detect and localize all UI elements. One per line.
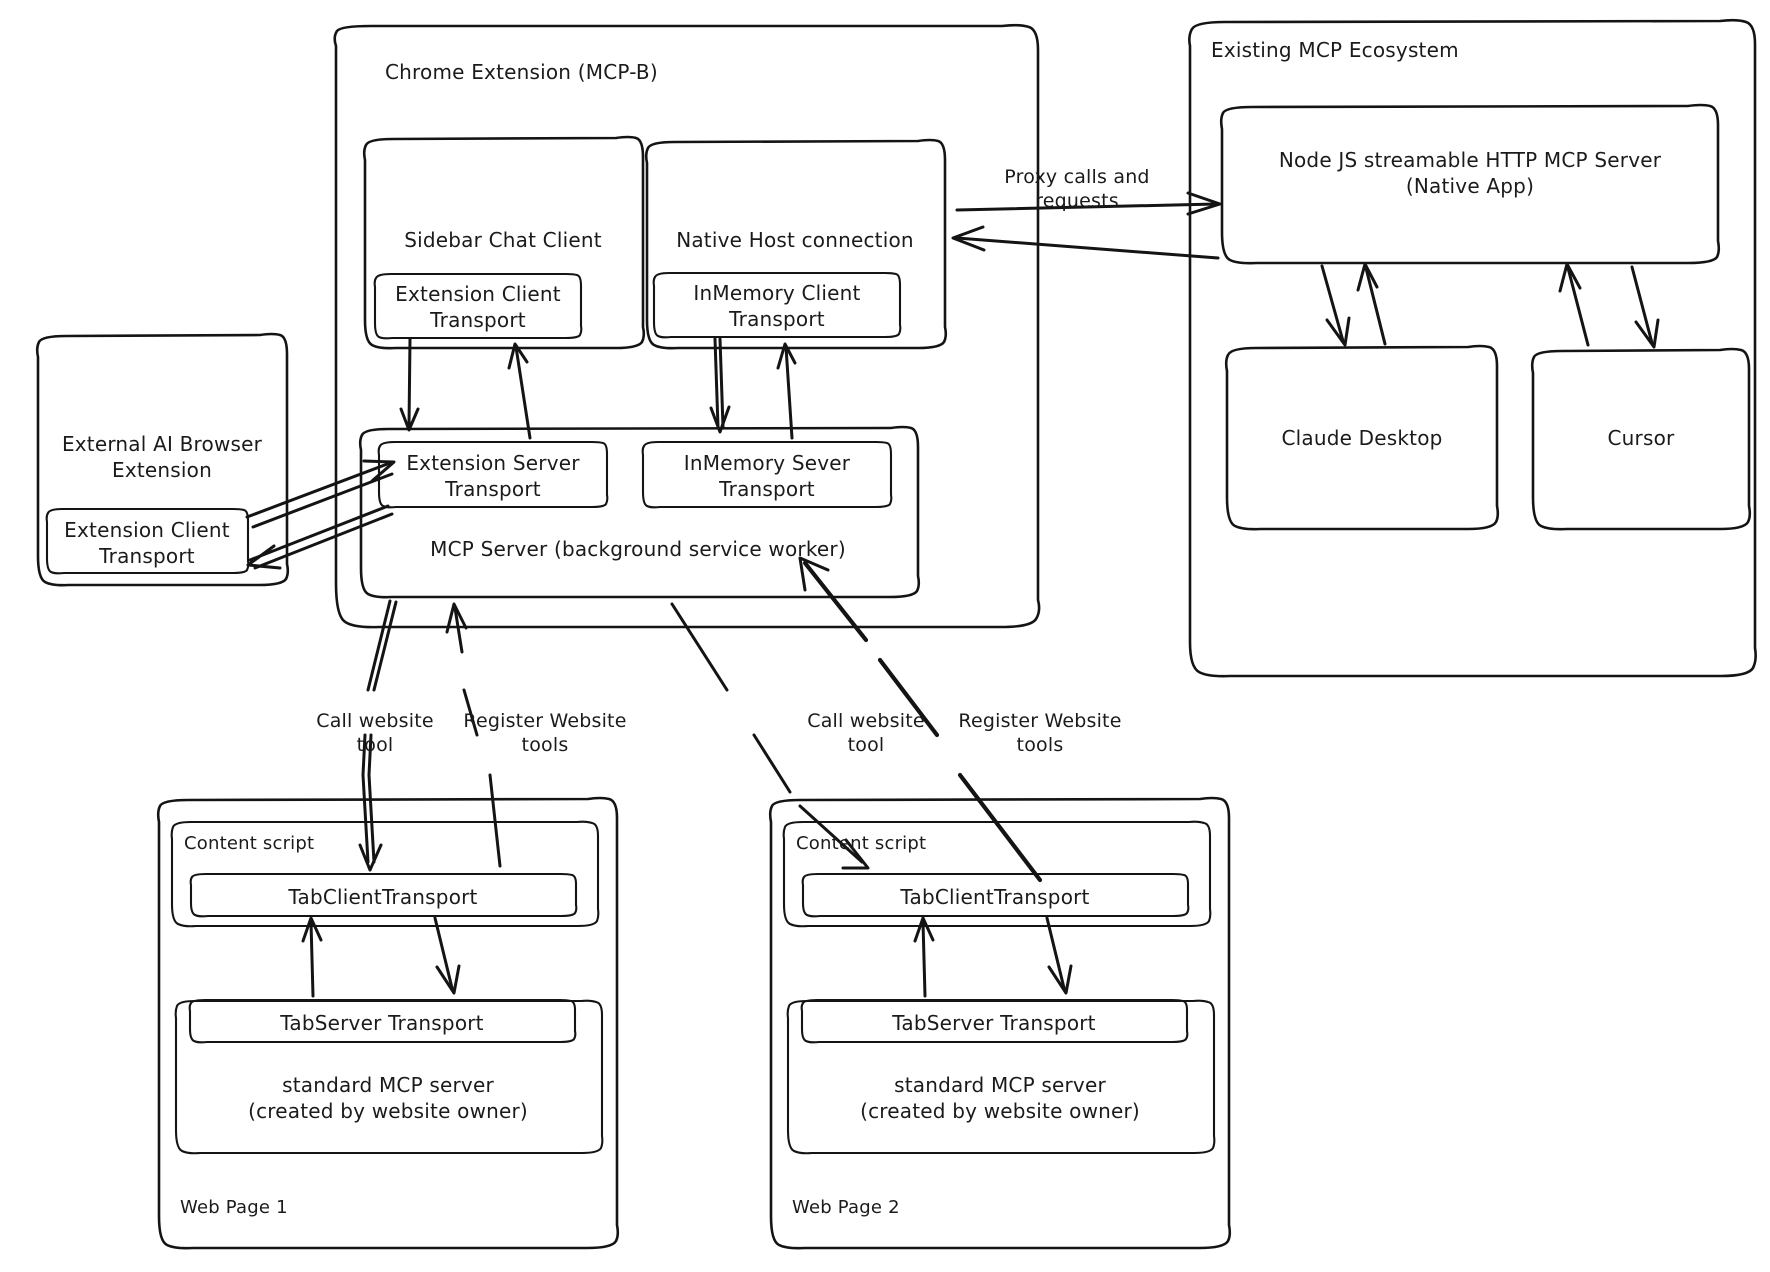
arrow-cursor-to-node-server [1558, 262, 1590, 347]
group-label-existing-ecosystem: Existing MCP Ecosystem [1211, 38, 1459, 62]
arrow-node-server-to-native-host [951, 225, 1220, 260]
group-label-chrome-extension: Chrome Extension (MCP-B) [385, 60, 658, 84]
group-content-script-1 [170, 820, 600, 928]
arrow-tabserver1-to-tabclient1 [301, 916, 323, 998]
node-tab-server-transport-1 [188, 998, 577, 1044]
node-label-node-js-server: Node JS streamable HTTP MCP Server (Nati… [1278, 148, 1662, 198]
node-sidebar-chat-client [362, 135, 646, 350]
group-existing-ecosystem [1188, 18, 1757, 678]
node-label-cursor: Cursor [1607, 426, 1675, 450]
node-label-mcp-server: MCP Server (background service worker) [430, 537, 846, 561]
arrow-tabclient2-to-tabserver2 [1045, 916, 1073, 995]
arrow-server-to-sidebar-client [507, 342, 532, 440]
node-native-host-connection [644, 138, 948, 350]
node-node-js-server [1219, 103, 1721, 265]
node-label-tab-client-transport-1: TabClientTransport [288, 885, 478, 909]
node-cursor [1530, 347, 1752, 531]
node-label-tab-server-transport-1: TabServer Transport [280, 1011, 484, 1035]
arrow-mcp-to-tab-client-2 [670, 602, 870, 870]
group-content-script-2 [782, 820, 1212, 928]
node-label-claude-desktop: Claude Desktop [1281, 426, 1443, 450]
group-label-content-script-2: Content script [796, 833, 927, 854]
node-label-standard-mcp-server-1: standard MCP server (created by website … [248, 1073, 528, 1123]
group-standard-mcp-server-1 [174, 999, 604, 1155]
group-web-page-2 [768, 796, 1232, 1250]
group-web-page-1 [156, 796, 620, 1250]
node-claude-desktop [1224, 344, 1500, 531]
arrow-native-host-to-node-server [955, 191, 1222, 216]
arrow-claude-to-node-server [1356, 262, 1387, 346]
arrow-node-server-to-claude [1320, 264, 1351, 347]
arrow-external-to-extension-server [245, 459, 396, 529]
group-label-web-page-2: Web Page 2 [792, 1197, 900, 1218]
node-tab-server-transport-2 [800, 998, 1189, 1044]
arrow-tab-client-2-to-mcp [798, 556, 1043, 883]
arrow-mcp-to-tab-client-1 [358, 599, 398, 872]
arrow-sidebar-client-to-server [399, 337, 420, 432]
node-inmemory-server-transport [641, 440, 893, 509]
arrow-inmemory-client-to-server [709, 337, 731, 434]
arrow-tab-client-1-to-mcp [445, 602, 502, 868]
group-label-external-extension: External AI Browser Extension [61, 432, 263, 482]
group-external-extension [35, 332, 290, 587]
arrow-tabserver2-to-tabclient2 [913, 916, 935, 998]
node-label-standard-mcp-server-2: standard MCP server (created by website … [860, 1073, 1140, 1123]
node-tab-client-transport-2 [801, 872, 1190, 918]
node-label-sidebar-chat-client: Sidebar Chat Client [404, 228, 602, 252]
arrow-tabclient1-to-tabserver1 [433, 916, 461, 995]
arrow-node-server-to-cursor [1630, 265, 1660, 349]
group-label-content-script-1: Content script [184, 833, 315, 854]
node-label-tab-client-transport-2: TabClientTransport [900, 885, 1090, 909]
node-mcp-server [358, 425, 921, 599]
node-label-tab-server-transport-2: TabServer Transport [892, 1011, 1096, 1035]
edge-label-call-website-tool-1: Call website tool [316, 710, 434, 757]
edge-label-call-website-tool-2: Call website tool [807, 710, 925, 757]
node-label-sidebar-extension-client-transport: Extension Client Transport [395, 282, 561, 332]
edge-label-proxy: Proxy calls and requests [1004, 166, 1150, 213]
node-extension-server-transport [377, 440, 609, 509]
node-tab-client-transport-1 [189, 872, 578, 918]
node-label-inmemory-server-transport: InMemory Sever Transport [683, 451, 851, 501]
arrow-extension-server-to-external [246, 504, 394, 570]
node-label-native-host-connection: Native Host connection [676, 228, 914, 252]
group-label-web-page-1: Web Page 1 [180, 1197, 288, 1218]
group-standard-mcp-server-2 [786, 999, 1216, 1155]
node-label-extension-server-transport: Extension Server Transport [406, 451, 580, 501]
edge-label-register-website-tools-2: Register Website tools [958, 710, 1122, 757]
edge-label-register-website-tools-1: Register Website tools [463, 710, 627, 757]
node-inmemory-client-transport [652, 271, 902, 339]
node-external-client-transport [45, 507, 250, 575]
node-label-external-client-transport: Extension Client Transport [64, 518, 230, 568]
group-chrome-extension [333, 23, 1041, 629]
arrow-inmemory-server-to-client [776, 342, 797, 440]
node-label-inmemory-client-transport: InMemory Client Transport [693, 281, 861, 331]
node-sidebar-extension-client-transport [373, 272, 583, 340]
